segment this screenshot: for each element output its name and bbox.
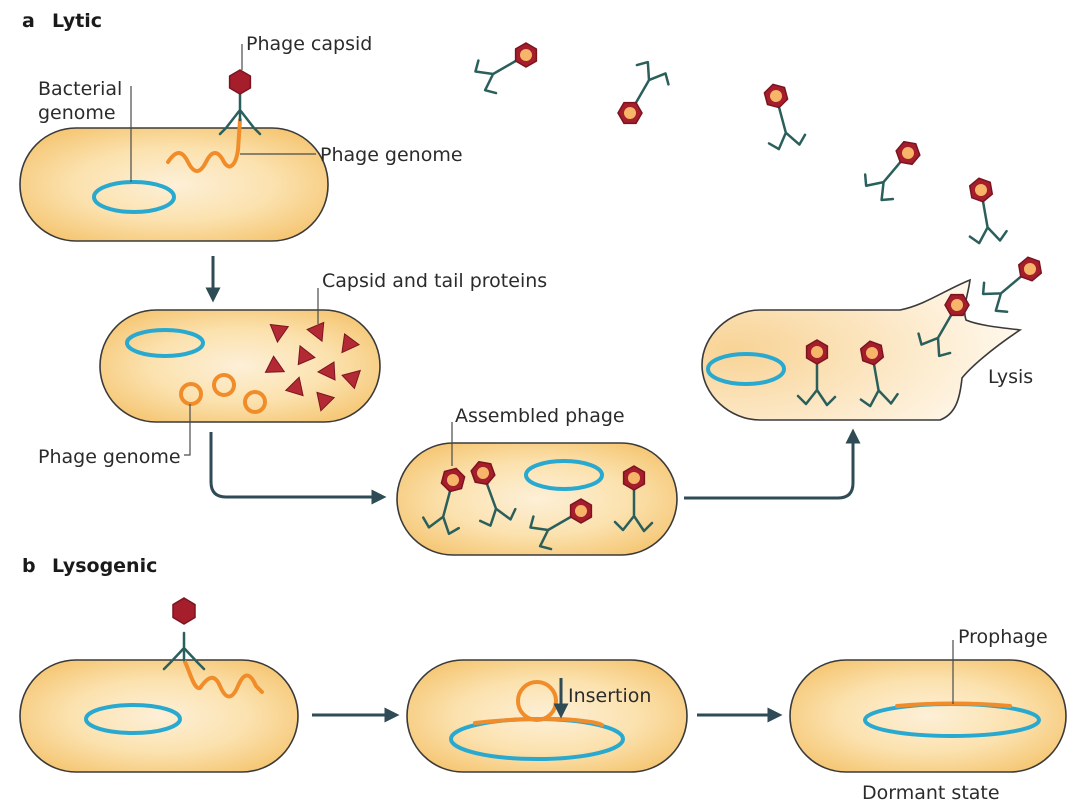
phage-genome-circle bbox=[179, 382, 203, 406]
bacterium-cell bbox=[19, 659, 299, 773]
panel-b-title: Lysogenic bbox=[52, 555, 157, 577]
bacterial-genome bbox=[84, 703, 182, 735]
label-phage-genome-mid: Phage genome bbox=[38, 446, 181, 468]
free-phages bbox=[469, 31, 1053, 319]
cell-assembly: Assembled phage bbox=[396, 405, 678, 556]
panel-a-letter: a bbox=[22, 10, 35, 32]
cell-dormant: Prophage Dormant state bbox=[789, 626, 1067, 804]
bacterial-genome bbox=[524, 459, 604, 491]
cell-lysis: Lysis bbox=[701, 278, 1033, 421]
arrow-to-lysis bbox=[684, 428, 861, 500]
label-prophage: Prophage bbox=[958, 626, 1048, 648]
free-phage-icon bbox=[858, 130, 931, 207]
panel-a-title: Lytic bbox=[52, 10, 102, 32]
label-bacterial-genome-line2: genome bbox=[38, 102, 116, 124]
free-phage-icon bbox=[469, 31, 547, 99]
free-phage-icon bbox=[975, 245, 1053, 319]
label-insertion: Insertion bbox=[568, 685, 651, 707]
cell-replication: Capsid and tail proteins Phage genome bbox=[38, 270, 547, 468]
panel-b-letter: b bbox=[22, 555, 36, 577]
cell-lysogenic-infection bbox=[19, 597, 299, 773]
bacterial-genome bbox=[706, 352, 786, 386]
free-phage-icon bbox=[958, 173, 1010, 247]
free-phage-icon bbox=[753, 78, 809, 154]
label-lysis: Lysis bbox=[988, 366, 1033, 388]
label-bacterial-genome-line1: Bacterial bbox=[38, 78, 122, 100]
bacterial-genome bbox=[125, 328, 205, 358]
label-phage-genome-top: Phage genome bbox=[320, 144, 463, 166]
cell-infection: Phage capsid Bacterial genome Phage geno… bbox=[19, 33, 463, 242]
cell-insertion: Insertion bbox=[406, 659, 688, 773]
free-phage-icon bbox=[607, 56, 675, 135]
phage-genome-segment bbox=[473, 716, 604, 727]
bacterial-genome bbox=[92, 180, 176, 214]
phage-genome-injected bbox=[183, 660, 264, 699]
phage-genome-circle bbox=[243, 390, 267, 414]
phage-genome-injected bbox=[166, 118, 242, 173]
label-assembled-phage: Assembled phage bbox=[455, 405, 625, 427]
phage-genome-circle bbox=[212, 373, 236, 397]
bacterium-cell bbox=[19, 127, 329, 242]
label-capsid-tail-proteins: Capsid and tail proteins bbox=[322, 270, 547, 292]
arrow-to-assembly bbox=[209, 432, 387, 505]
phage-capsid-icon bbox=[162, 597, 206, 671]
phage-genome-loop bbox=[516, 680, 558, 722]
bacterium-cell bbox=[99, 309, 381, 423]
label-dormant-state: Dormant state bbox=[862, 782, 1000, 804]
phage-capsid-icon bbox=[218, 69, 262, 136]
bacterium-cell bbox=[396, 442, 678, 556]
phage-genome-mid-leader-line bbox=[184, 404, 191, 456]
bacterium-cell bbox=[789, 659, 1067, 773]
label-phage-capsid: Phage capsid bbox=[246, 33, 372, 55]
